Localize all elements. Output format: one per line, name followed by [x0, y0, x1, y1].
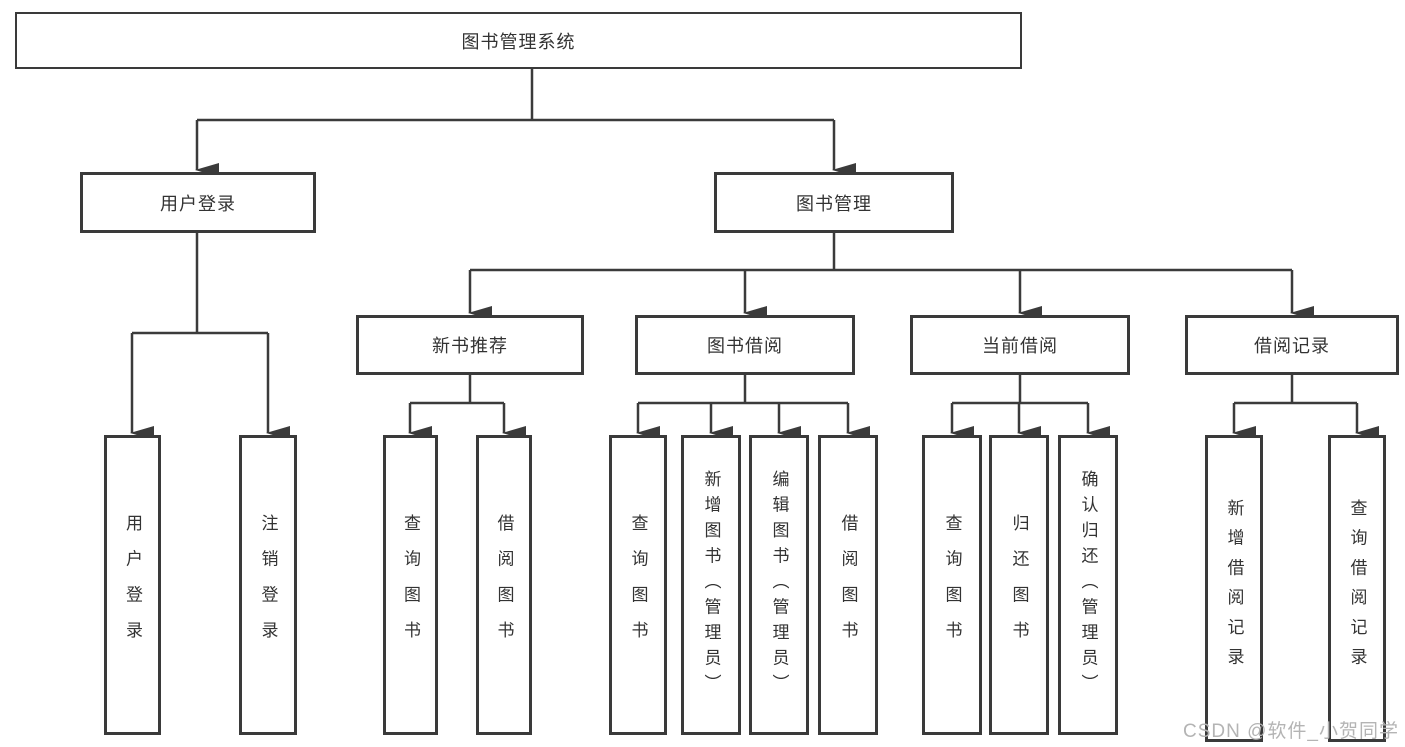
node-book-management: 图书管理	[714, 172, 954, 233]
node-current-borrowing: 当前借阅	[910, 315, 1130, 375]
node-book-borrowing-label: 图书借阅	[707, 336, 783, 356]
leaf-confirm-return-admin-label: 确认归还（管理员）	[1078, 470, 1098, 700]
leaf-edit-books-admin: 编辑图书（管理员）	[749, 435, 809, 735]
leaf-logout-label: 注销登录	[258, 513, 278, 657]
node-borrow-records: 借阅记录	[1185, 315, 1399, 375]
node-current-borrowing-label: 当前借阅	[982, 336, 1058, 356]
node-user-login-label: 用户登录	[160, 193, 236, 214]
watermark: CSDN @软件_小贺同学	[1183, 721, 1399, 742]
leaf-query-books-recommend: 查询图书	[383, 435, 438, 735]
leaf-logout: 注销登录	[239, 435, 297, 735]
leaf-add-books-admin: 新增图书（管理员）	[681, 435, 741, 735]
node-root: 图书管理系统	[15, 12, 1022, 69]
leaf-edit-books-admin-label: 编辑图书（管理员）	[769, 470, 789, 700]
leaf-query-books-borrowing: 查询图书	[609, 435, 667, 735]
leaf-add-books-admin-label: 新增图书（管理员）	[701, 470, 721, 700]
node-user-login: 用户登录	[80, 172, 316, 233]
leaf-user-login-label: 用户登录	[123, 513, 142, 657]
node-new-book-recommend: 新书推荐	[356, 315, 584, 375]
leaf-borrow-books: 借阅图书	[818, 435, 878, 735]
node-book-borrowing: 图书借阅	[635, 315, 855, 375]
node-borrow-records-label: 借阅记录	[1254, 336, 1330, 356]
leaf-borrow-books-label: 借阅图书	[838, 513, 858, 657]
leaf-confirm-return-admin: 确认归还（管理员）	[1058, 435, 1118, 735]
leaf-borrow-books-recommend: 借阅图书	[476, 435, 532, 735]
leaf-query-books-current: 查询图书	[922, 435, 982, 735]
leaf-query-borrow-record-label: 查询借阅记录	[1347, 499, 1367, 678]
leaf-user-login: 用户登录	[104, 435, 161, 735]
node-new-book-recommend-label: 新书推荐	[432, 336, 508, 356]
leaf-return-books: 归还图书	[989, 435, 1049, 735]
leaf-add-borrow-record: 新增借阅记录	[1205, 435, 1263, 742]
leaf-query-books-recommend-label: 查询图书	[401, 513, 420, 657]
leaf-return-books-label: 归还图书	[1009, 513, 1029, 657]
leaf-borrow-books-recommend-label: 借阅图书	[494, 513, 514, 657]
node-book-management-label: 图书管理	[796, 193, 872, 214]
node-root-label: 图书管理系统	[461, 31, 576, 52]
leaf-add-borrow-record-label: 新增借阅记录	[1224, 499, 1244, 678]
leaf-query-borrow-record: 查询借阅记录	[1328, 435, 1386, 742]
leaf-query-books-borrowing-label: 查询图书	[628, 513, 648, 657]
leaf-query-books-current-label: 查询图书	[942, 513, 962, 657]
